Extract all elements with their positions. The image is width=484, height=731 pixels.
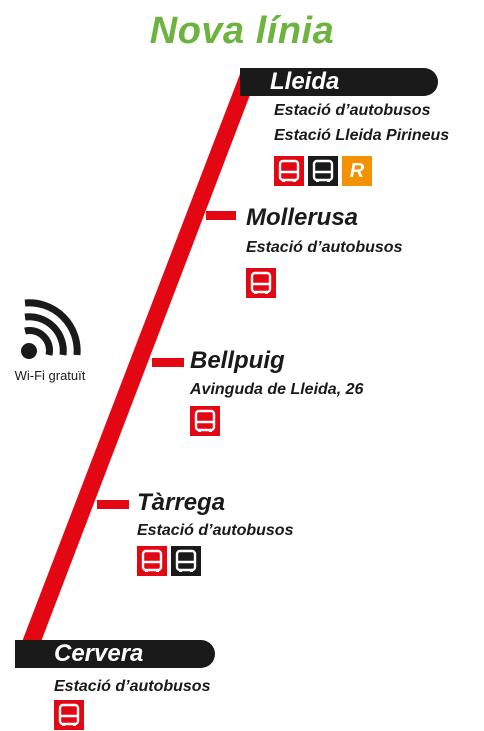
branch-tarrega [97, 500, 129, 509]
bus-red-icon [137, 546, 167, 576]
stop-name-bellpuig: Bellpuig [190, 347, 285, 374]
page-title: Nova línia [149, 10, 335, 52]
route-line-red [15, 74, 258, 660]
stop-address-bellpuig: Avinguda de Lleida, 26 [190, 381, 364, 398]
stop-icons-tarrega [137, 546, 201, 576]
bus-red-icon [274, 156, 304, 186]
branch-mollerusa [206, 211, 236, 220]
wifi-label: Wi-Fi gratuït [14, 368, 86, 383]
bus-black-icon [171, 546, 201, 576]
bus-black-icon [308, 156, 338, 186]
stop-address-lleida-1: Estació d’autobusos [274, 102, 431, 119]
bus-red-icon [54, 700, 84, 730]
bus-red-icon [246, 268, 276, 298]
stop-bar-cervera [15, 640, 215, 668]
stop-address-cervera: Estació d’autobusos [54, 678, 211, 695]
branch-bellpuig [152, 358, 184, 367]
stop-name-mollerusa: Mollerusa [246, 204, 359, 231]
stop-address-tarrega: Estació d’autobusos [137, 522, 294, 539]
stop-address-mollerusa: Estació d’autobusos [246, 239, 403, 256]
bus-red-icon [190, 406, 220, 436]
wifi-badge: Wi-Fi gratuït [10, 295, 90, 383]
stop-icons-lleida: R [274, 156, 372, 186]
stop-icons-cervera [54, 700, 84, 730]
rail-r-icon: R [342, 156, 372, 186]
stop-icons-bellpuig [190, 406, 220, 436]
wifi-icon [21, 299, 81, 359]
stop-bar-lleida [240, 68, 438, 96]
stop-name-tarrega: Tàrrega [137, 489, 226, 516]
stop-name-lleida: Lleida [270, 68, 340, 95]
stop-address-lleida-2: Estació Lleida Pirineus [274, 127, 450, 144]
stop-name-cervera: Cervera [54, 640, 144, 667]
stop-icons-mollerusa [246, 268, 276, 298]
